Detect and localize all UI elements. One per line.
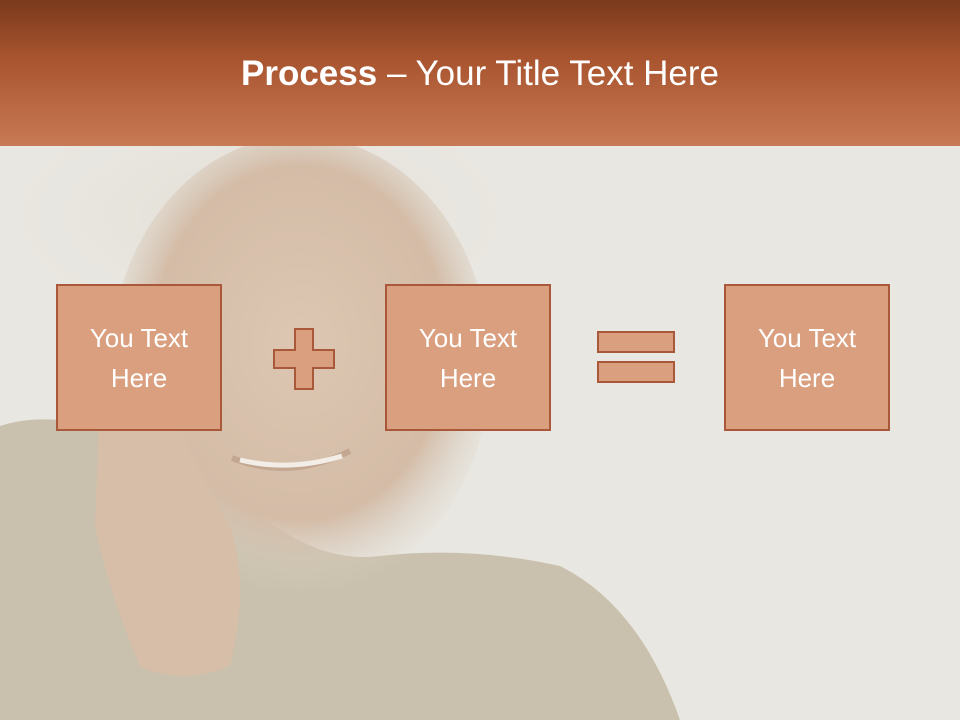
slide-title: Process – Your Title Text Here <box>0 52 960 96</box>
process-box-3: You Text Here <box>724 284 890 431</box>
equals-icon <box>597 331 675 383</box>
title-band: Process – Your Title Text Here <box>0 0 960 146</box>
title-text: – Your Title Text Here <box>377 54 719 93</box>
plus-icon <box>273 328 335 390</box>
title-bold: Process <box>241 54 378 93</box>
process-box-1: You Text Here <box>56 284 222 431</box>
background-photo <box>0 146 960 720</box>
process-box-2: You Text Here <box>385 284 551 431</box>
